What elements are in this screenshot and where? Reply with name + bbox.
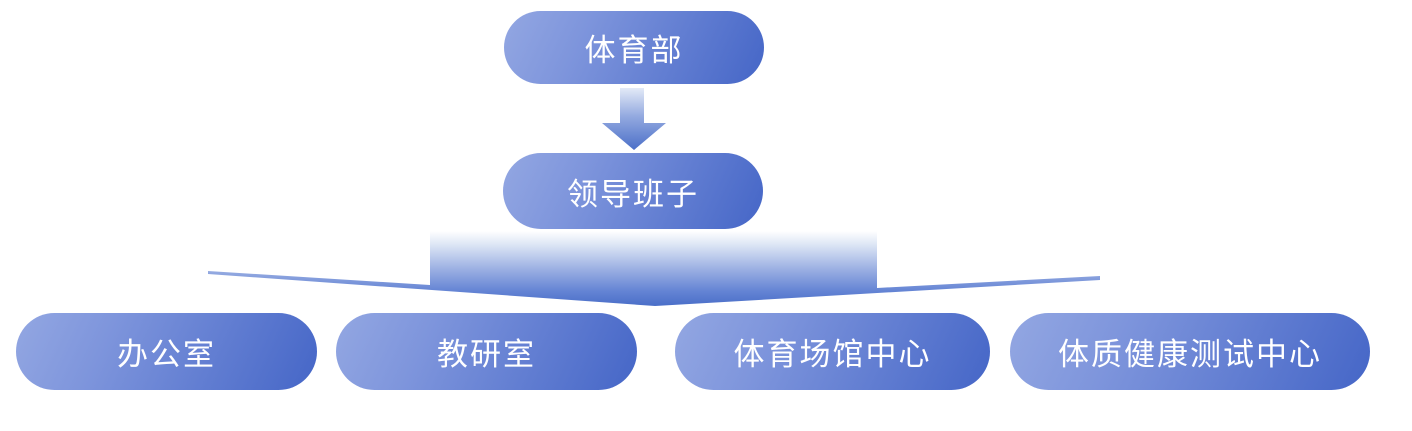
node-label: 体育场馆中心 xyxy=(733,337,932,372)
node-label: 体育部 xyxy=(584,33,684,68)
node-fitness-testing-center: 体质健康测试中心 xyxy=(1010,313,1370,390)
node-label: 教研室 xyxy=(437,337,536,372)
node-label: 办公室 xyxy=(117,337,216,372)
node-sports-department: 体育部 xyxy=(504,11,764,84)
node-label: 体质健康测试中心 xyxy=(1058,337,1322,372)
node-leadership-team: 领导班子 xyxy=(503,153,763,229)
node-label: 领导班子 xyxy=(567,176,699,212)
node-teaching-research-office: 教研室 xyxy=(336,313,637,390)
fan-out-arrow-icon xyxy=(208,231,1100,306)
down-arrow-icon xyxy=(602,88,666,150)
node-sports-venue-center: 体育场馆中心 xyxy=(675,313,990,390)
node-office: 办公室 xyxy=(16,313,317,390)
